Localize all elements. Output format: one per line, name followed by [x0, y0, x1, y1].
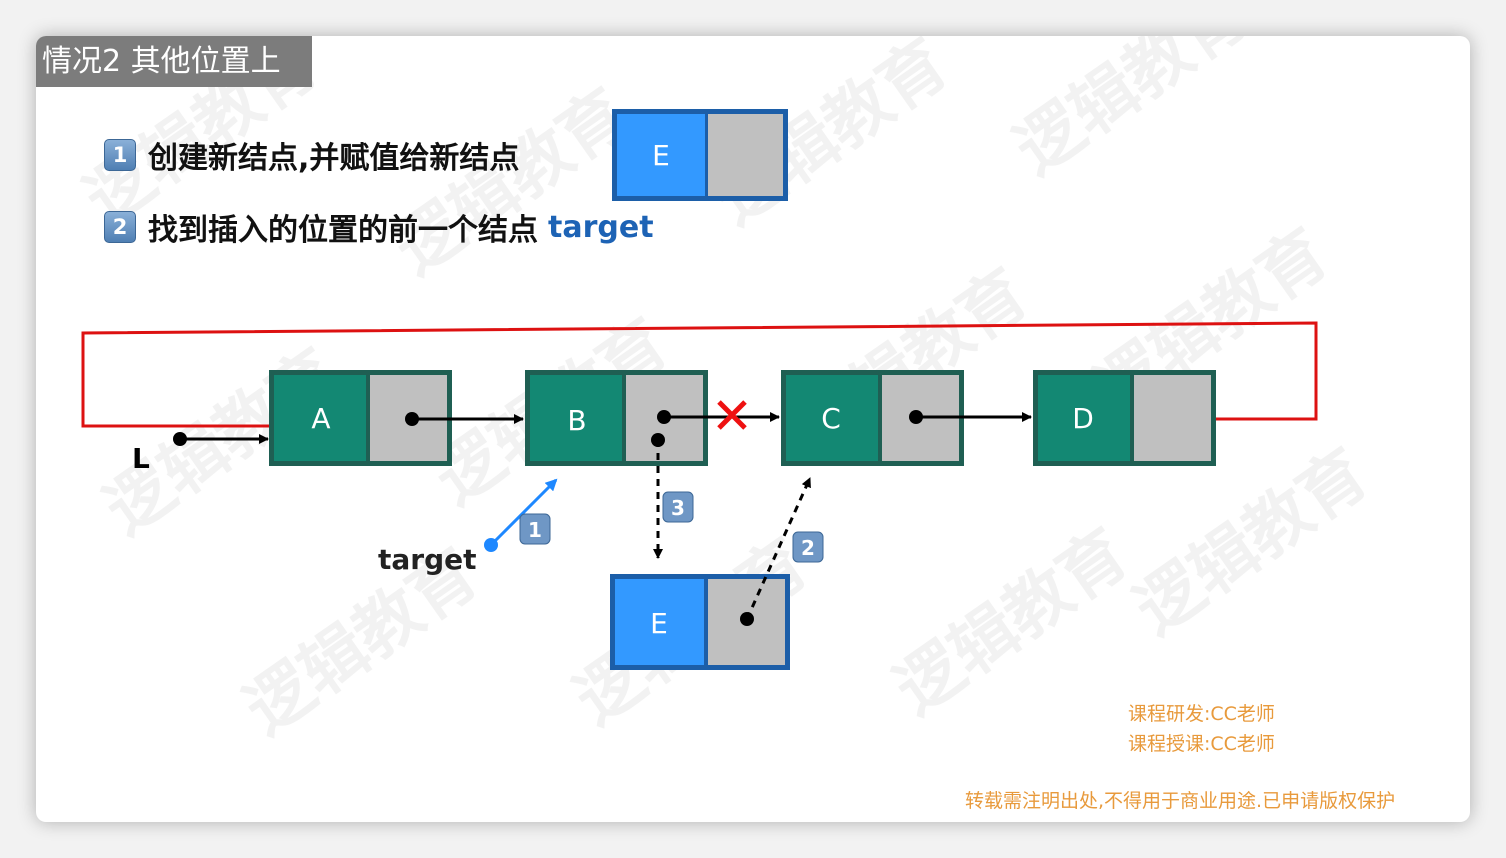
new-node-label: E [650, 607, 668, 640]
step-2: 2 找到插入的位置的前一个结点 target [104, 207, 654, 248]
node-d-pointer [1134, 375, 1211, 461]
circular-link [81, 321, 1318, 428]
number-badge-icon: 3 [662, 491, 694, 523]
number-badge-icon: 1 [519, 513, 551, 545]
slide: 逻辑教育 逻辑教育 逻辑教育 逻辑教育 逻辑教育 逻辑教育 逻辑教育 逻辑教育 … [36, 36, 1470, 822]
node-d-label: D [1072, 402, 1094, 435]
credit-research: 课程研发:CC老师 [1128, 703, 1275, 725]
credit-teaching: 课程授课:CC老师 [1128, 733, 1275, 755]
node-c-data [786, 375, 878, 461]
node-b-data [530, 375, 622, 461]
badge-b-to-e: 3 [671, 496, 685, 520]
step-2-target: target [548, 209, 654, 245]
target-label: target [378, 543, 477, 576]
slide-title: 情况2 其他位置上 [36, 36, 312, 87]
legend-node-data [617, 114, 705, 196]
node-c-label: C [821, 402, 841, 435]
badge-e-to-c: 2 [801, 536, 815, 560]
legend-node-e: E [612, 109, 788, 201]
step-1-badge: 1 [104, 139, 136, 171]
step-2-text: 找到插入的位置的前一个结点 [148, 213, 538, 248]
node-d: D [1033, 370, 1216, 466]
legend-node-pointer [708, 114, 783, 196]
step-2-badge: 2 [104, 211, 136, 243]
x-mark-icon [717, 400, 747, 430]
step-1-text: 创建新结点,并赋值给新结点 [148, 141, 520, 176]
linked-list-diagram: E A B C D [81, 109, 1318, 670]
target-pointer-arrow [489, 478, 558, 547]
new-node-e: E [610, 574, 790, 670]
number-badge-icon: 2 [792, 531, 824, 563]
badge-target: 1 [528, 518, 542, 542]
legend-node-label: E [652, 139, 670, 172]
copyright-notice: 转载需注明出处,不得用于商业用途.已申请版权保护 [965, 790, 1396, 812]
new-node-data [615, 579, 704, 665]
node-b-label: B [567, 404, 586, 437]
step-1: 1 创建新结点,并赋值给新结点 [104, 135, 520, 176]
head-label: L [132, 442, 150, 475]
node-b: B [525, 370, 708, 466]
node-a-label: A [311, 402, 330, 435]
node-d-data [1038, 375, 1130, 461]
node-a-data [274, 375, 366, 461]
